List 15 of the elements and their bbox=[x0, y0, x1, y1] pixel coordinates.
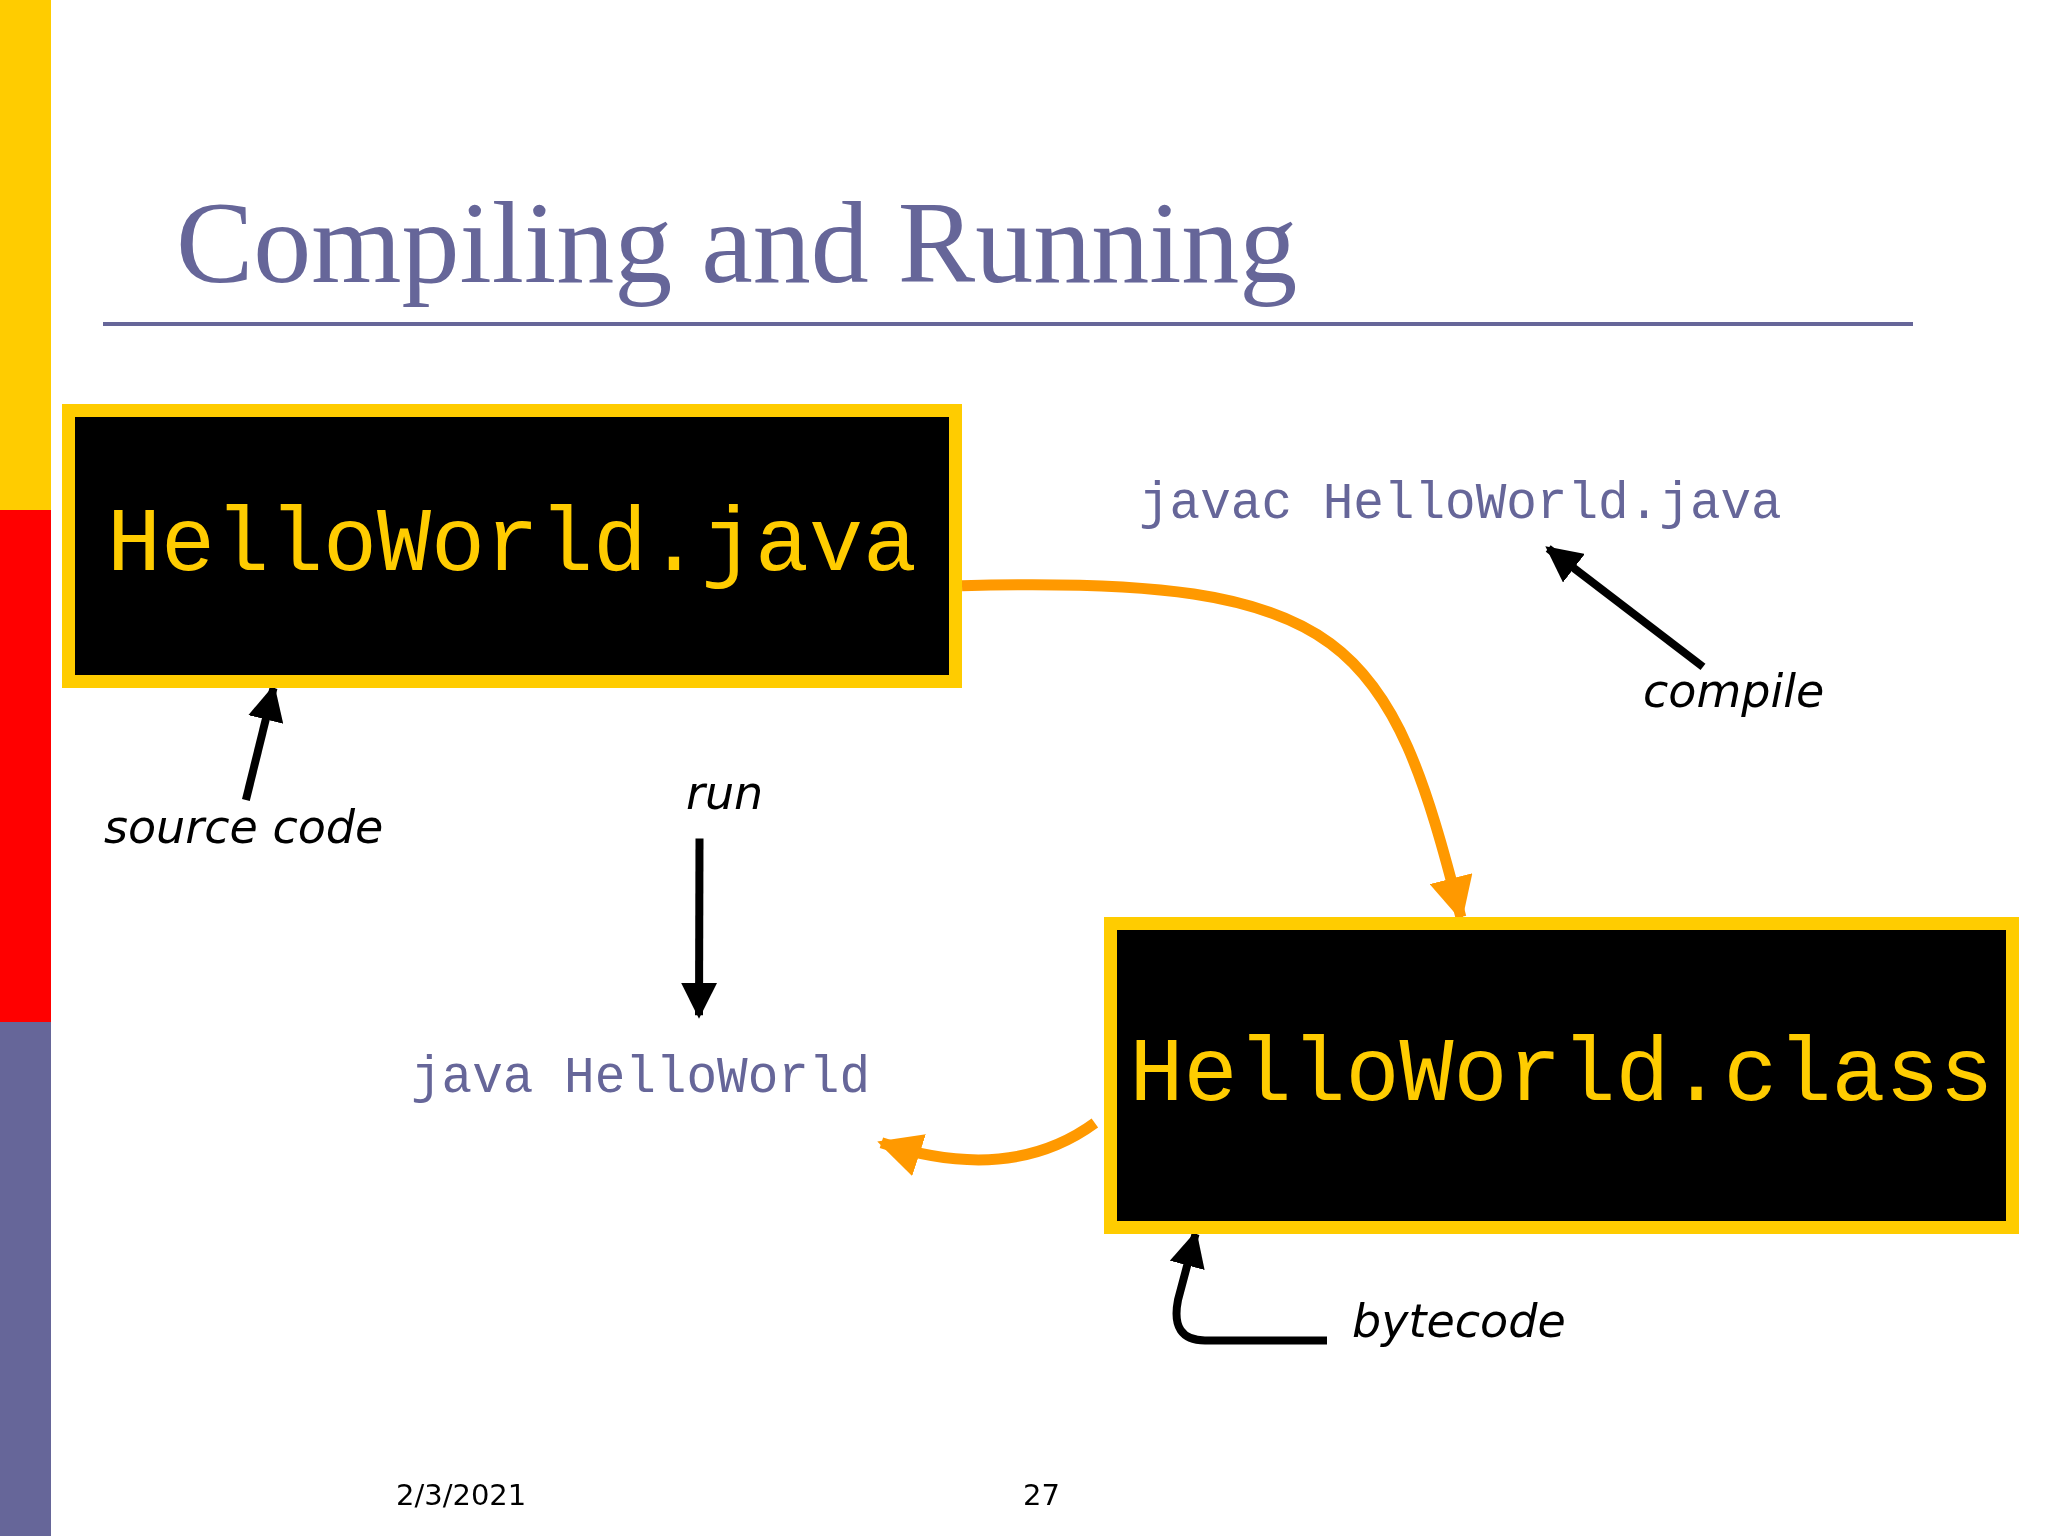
command-text: javac HelloWorld.java bbox=[1139, 476, 1799, 534]
command-text: java HelloWorld bbox=[411, 1050, 891, 1108]
page-number: 27 bbox=[1023, 1478, 1060, 1512]
leader-arrow bbox=[1545, 545, 1706, 671]
annotation-text: run bbox=[686, 766, 776, 824]
code-file-box bbox=[62, 404, 962, 688]
slide-title: Compiling and Running bbox=[176, 180, 1298, 308]
file-name: HelloWorld.java bbox=[106, 495, 918, 597]
code-file-box bbox=[1104, 917, 2019, 1234]
annotation-text: compile bbox=[1643, 664, 1843, 722]
file-name: HelloWorld.class bbox=[1129, 1024, 1994, 1127]
flow-arrow bbox=[877, 1118, 1098, 1176]
annotation-text: source code bbox=[104, 800, 434, 858]
annotation-text: bytecode bbox=[1352, 1294, 1602, 1352]
footer-date: 2/3/2021 bbox=[396, 1478, 527, 1512]
